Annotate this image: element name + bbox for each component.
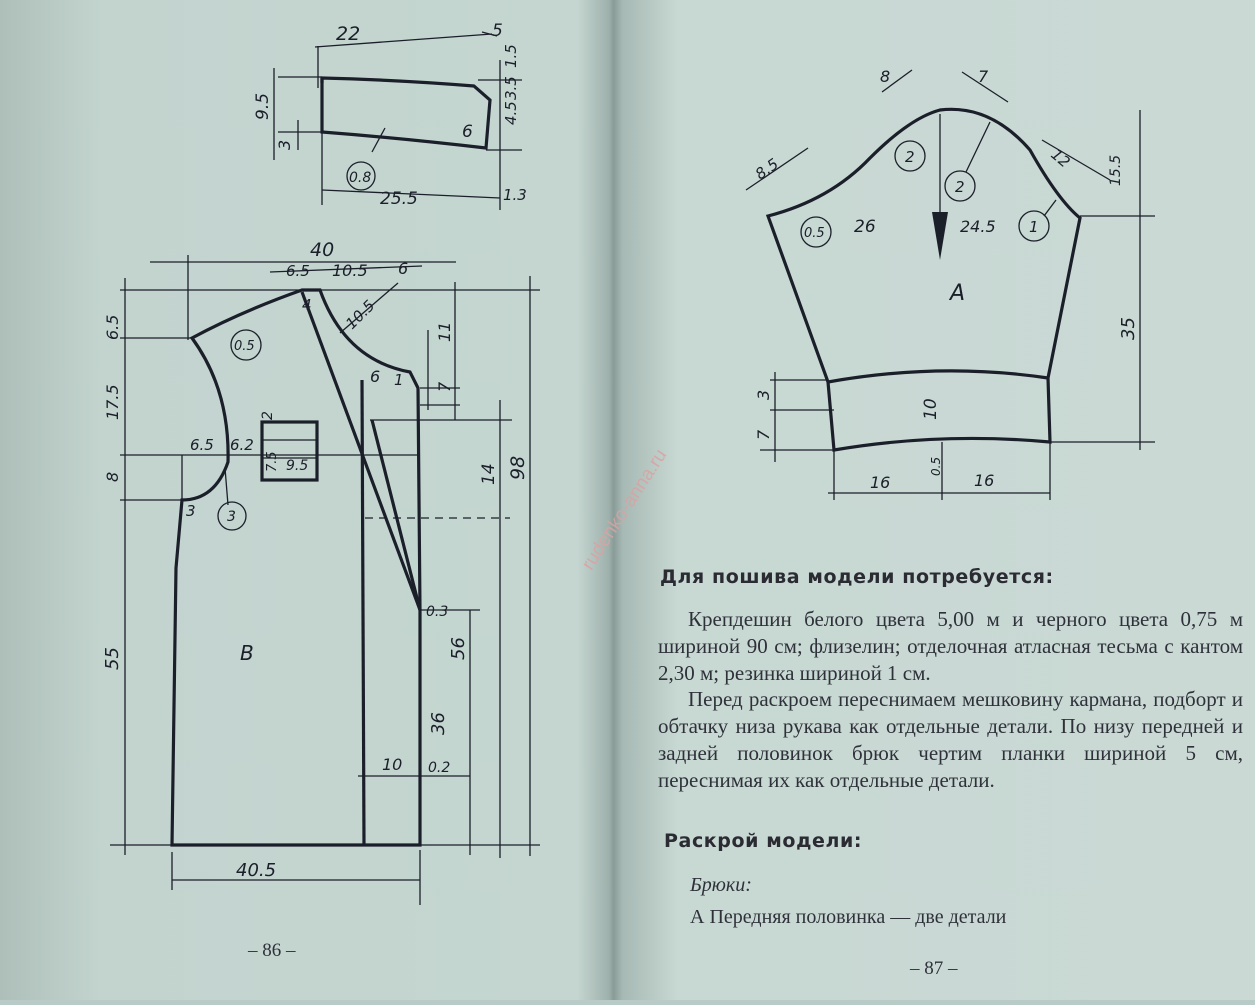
pocket-dim-width: 9.5 xyxy=(286,458,308,474)
sleeve-dim-cap-height: 15.5 xyxy=(1108,155,1124,186)
bodice-pattern xyxy=(110,255,540,905)
sleeve-dim-hem-mid: 0.5 xyxy=(929,457,943,476)
sleeve-dim-eight: 8 xyxy=(880,67,890,86)
collar-dim-bottom: 25.5 xyxy=(380,189,418,209)
bodice-dim-shoulder: 10.5 xyxy=(332,261,368,280)
collar-dim-right-b: 1.5 xyxy=(502,44,520,68)
sleeve-circled-a: 2 xyxy=(905,148,915,166)
cutting-heading: Раскрой модели: xyxy=(664,830,863,852)
sleeve-dim-right-cap: 12 xyxy=(1047,145,1073,171)
right-page: 8 7 8.5 12 15.5 26 24.5 35 3 7 10 16 0.5… xyxy=(610,0,1255,1000)
bodice-dim-point-two: 0.2 xyxy=(428,760,450,776)
collar-dim-height: 9.5 xyxy=(253,93,273,120)
sleeve-circled-c: 0.5 xyxy=(804,226,825,241)
pocket-dim-top: 2 xyxy=(260,411,276,420)
bodice-piece-letter: В xyxy=(240,641,254,665)
cutting-subheading: Брюки: xyxy=(690,874,752,896)
cutting-item-letter: А xyxy=(690,906,705,928)
collar-dim-end: 5 xyxy=(492,21,503,41)
bodice-dim-label-four: 4 xyxy=(302,296,312,314)
bodice-dim-side-length: 55 xyxy=(102,647,123,670)
sleeve-dim-hem-left: 16 xyxy=(870,473,890,492)
bodice-dim-width: 40 xyxy=(310,239,334,261)
bodice-dim-diagonal: 10.5 xyxy=(342,296,378,332)
sleeve-dim-left-cap: 8.5 xyxy=(752,155,782,183)
sleeve-dim-cuff-b: 7 xyxy=(754,429,773,440)
bodice-dim-ten: 10 xyxy=(382,755,402,774)
materials-paragraph-1: Крепдешин белого цвета 5,00 м и черного … xyxy=(658,607,1243,685)
left-page: 22 5 9.5 3 3.5 1.5 4.5 25.5 1.3 0.8 6 xyxy=(0,0,605,1000)
bodice-dim-chest-b: 6.2 xyxy=(230,436,254,454)
bodice-dim-hem: 40.5 xyxy=(236,860,276,881)
collar-dim-length: 22 xyxy=(336,23,360,45)
sleeve-piece-letter: А xyxy=(948,281,965,306)
bodice-dim-thirty-six: 36 xyxy=(428,712,449,735)
bodice-circled-neck: 0.5 xyxy=(234,339,255,354)
bodice-dim-point-three: 0.3 xyxy=(426,604,448,620)
bodice-circled-armhole: 3 xyxy=(227,509,236,525)
sleeve-dim-length: 35 xyxy=(1118,317,1139,340)
cutting-item-text: Передняя половинка — две детали xyxy=(709,906,1007,928)
sleeve-dim-cuff-a: 3 xyxy=(754,390,773,400)
bodice-dim-neck: 6.5 xyxy=(286,262,310,280)
bodice-dim-six: 6 xyxy=(398,259,408,278)
bodice-dim-chest-a: 6.5 xyxy=(190,436,214,454)
sleeve-dim-front-cap: 24.5 xyxy=(960,217,996,236)
bodice-dim-label-one: 1 xyxy=(394,371,404,389)
sleeve-dim-seven: 7 xyxy=(978,67,989,86)
materials-paragraph-2: Перед раскроем переснимаем мешковину кар… xyxy=(658,687,1243,792)
cutting-item: А Передняя половинка — две детали xyxy=(690,906,1006,929)
pocket-dim-side: 7.5 xyxy=(265,451,280,472)
sleeve-dim-hem-right: 16 xyxy=(974,471,994,490)
collar-pattern xyxy=(273,31,522,210)
bodice-dim-left-top: 6.5 xyxy=(103,315,122,340)
left-pattern-drawing: 22 5 9.5 3 3.5 1.5 4.5 25.5 1.3 0.8 6 xyxy=(102,21,540,905)
right-page-number: – 87 – xyxy=(910,958,958,979)
materials-heading: Для пошива модели потребуется: xyxy=(660,566,1054,588)
bodice-dim-eight: 8 xyxy=(103,472,122,482)
bodice-dim-eleven: 11 xyxy=(435,322,454,342)
sleeve-dim-ten: 10 xyxy=(921,398,941,420)
collar-circled-value: 0.8 xyxy=(349,170,371,186)
sleeve-pattern xyxy=(745,69,1155,500)
collar-dim-small: 3 xyxy=(275,140,294,150)
bodice-dim-label-six: 6 xyxy=(370,367,380,386)
bodice-dim-fifty-six: 56 xyxy=(448,637,469,660)
bodice-dim-fourteen: 14 xyxy=(479,463,499,485)
bodice-dim-seven: 7 xyxy=(435,381,454,392)
bodice-dim-length: 98 xyxy=(507,456,529,480)
sleeve-circled-d: 1 xyxy=(1029,218,1039,236)
sleeve-pattern-drawing: 8 7 8.5 12 15.5 26 24.5 35 3 7 10 16 0.5… xyxy=(745,67,1155,500)
bodice-dim-armhole: 17.5 xyxy=(103,384,122,420)
sleeve-dim-back-cap: 26 xyxy=(854,217,876,237)
left-page-number: – 86 – xyxy=(248,940,296,961)
collar-corner-label: 6 xyxy=(462,122,473,142)
collar-dim-corner: 1.3 xyxy=(503,186,527,204)
collar-dim-right-c: 4.5 xyxy=(502,101,520,125)
bodice-dim-three: 3 xyxy=(186,502,196,520)
collar-dim-right-a: 3.5 xyxy=(502,76,520,100)
sleeve-circled-b: 2 xyxy=(955,178,965,196)
